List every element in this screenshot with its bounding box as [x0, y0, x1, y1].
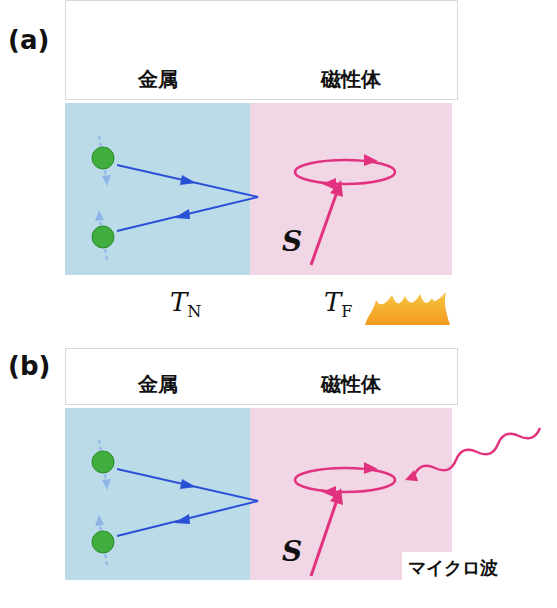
- microwave-wave: [414, 428, 540, 476]
- precession-arrowhead: [322, 178, 336, 190]
- precession-arrowhead: [322, 486, 336, 498]
- path-arrowhead: [180, 175, 196, 185]
- region-heading: 金属: [65, 67, 250, 91]
- temperature-symbol: TF: [324, 288, 353, 318]
- electron-sphere: [92, 451, 114, 473]
- reflection-path: [117, 469, 258, 536]
- microwave-label: マイクロ波: [402, 552, 504, 585]
- region-heading: 磁性体: [250, 372, 452, 396]
- electron-sphere: [92, 147, 114, 169]
- electron-sphere: [92, 226, 114, 248]
- panel-letter: (b): [8, 352, 50, 382]
- region-heading: 磁性体: [250, 67, 452, 91]
- precession-arrowhead: [364, 154, 378, 166]
- reflection-path: [117, 165, 258, 231]
- metal-region: 金属: [65, 408, 250, 580]
- panel-letter: (a): [8, 26, 49, 56]
- magnet-region: 磁性体: [250, 103, 452, 275]
- spin-symbol: S: [282, 226, 302, 258]
- header-box: [66, 349, 458, 405]
- spin-symbol: S: [282, 536, 302, 568]
- spin-head: [102, 479, 111, 490]
- region-heading: 金属: [65, 372, 250, 396]
- precession-ellipse: [295, 160, 395, 184]
- spin-vector: [311, 192, 337, 265]
- spin-vector-head: [330, 488, 343, 505]
- electron-sphere: [92, 531, 114, 553]
- path-arrowhead: [174, 514, 190, 524]
- precession-arrowhead: [364, 462, 378, 474]
- spin-vector-head: [330, 180, 343, 197]
- spin-vector: [311, 500, 337, 576]
- flame-icon: [365, 292, 450, 325]
- spin-head: [102, 175, 111, 186]
- spin-head: [95, 210, 104, 221]
- path-arrowhead: [174, 209, 190, 219]
- precession-ellipse: [295, 468, 395, 492]
- path-arrowhead: [180, 479, 196, 489]
- microwave-arrowhead: [405, 470, 418, 481]
- header-box: [66, 1, 458, 100]
- panel-a-art: [92, 136, 450, 325]
- temperature-symbol: TN: [170, 288, 201, 318]
- spin-head: [95, 515, 104, 526]
